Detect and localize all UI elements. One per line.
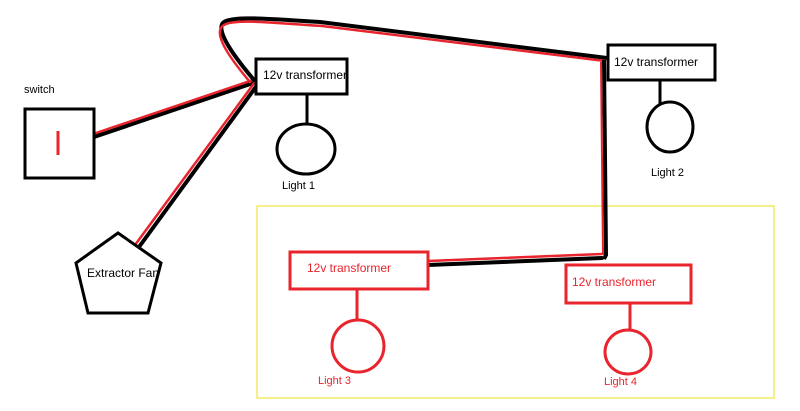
light-2-label: Light 2: [651, 167, 684, 179]
switch-label: switch: [24, 84, 55, 96]
transformer-1-label: 12v transformer: [263, 68, 347, 82]
wire-t2-to-t4: [600, 59, 609, 260]
transformer-3-box: [288, 250, 430, 291]
light-3-bulb: [330, 318, 386, 374]
transformer-2-box: [606, 43, 717, 82]
light-2-bulb: [645, 100, 695, 154]
transformer-1-box: [254, 57, 349, 96]
extractor-fan-shape: [74, 231, 163, 315]
light-3-label: Light 3: [318, 375, 351, 387]
wire-t1-to-t2-loop: [218, 16, 609, 84]
light-1-label: Light 1: [282, 180, 315, 192]
light-4-label: Light 4: [604, 376, 637, 388]
light-4-bulb: [603, 328, 653, 376]
transformer-3-label: 12v transformer: [307, 261, 391, 275]
extractor-fan-label: Extractor Fan: [87, 266, 159, 280]
highlight-area: [256, 205, 775, 399]
light-1-bulb: [275, 122, 337, 176]
transformer-4-box: [564, 263, 693, 305]
wire-fan-to-t1: [133, 80, 260, 249]
wire-switch-to-t1: [92, 77, 258, 139]
transformer-2-label: 12v transformer: [614, 55, 698, 69]
wire-t3-to-t4: [426, 252, 604, 267]
transformer-4-label: 12v transformer: [572, 275, 656, 289]
